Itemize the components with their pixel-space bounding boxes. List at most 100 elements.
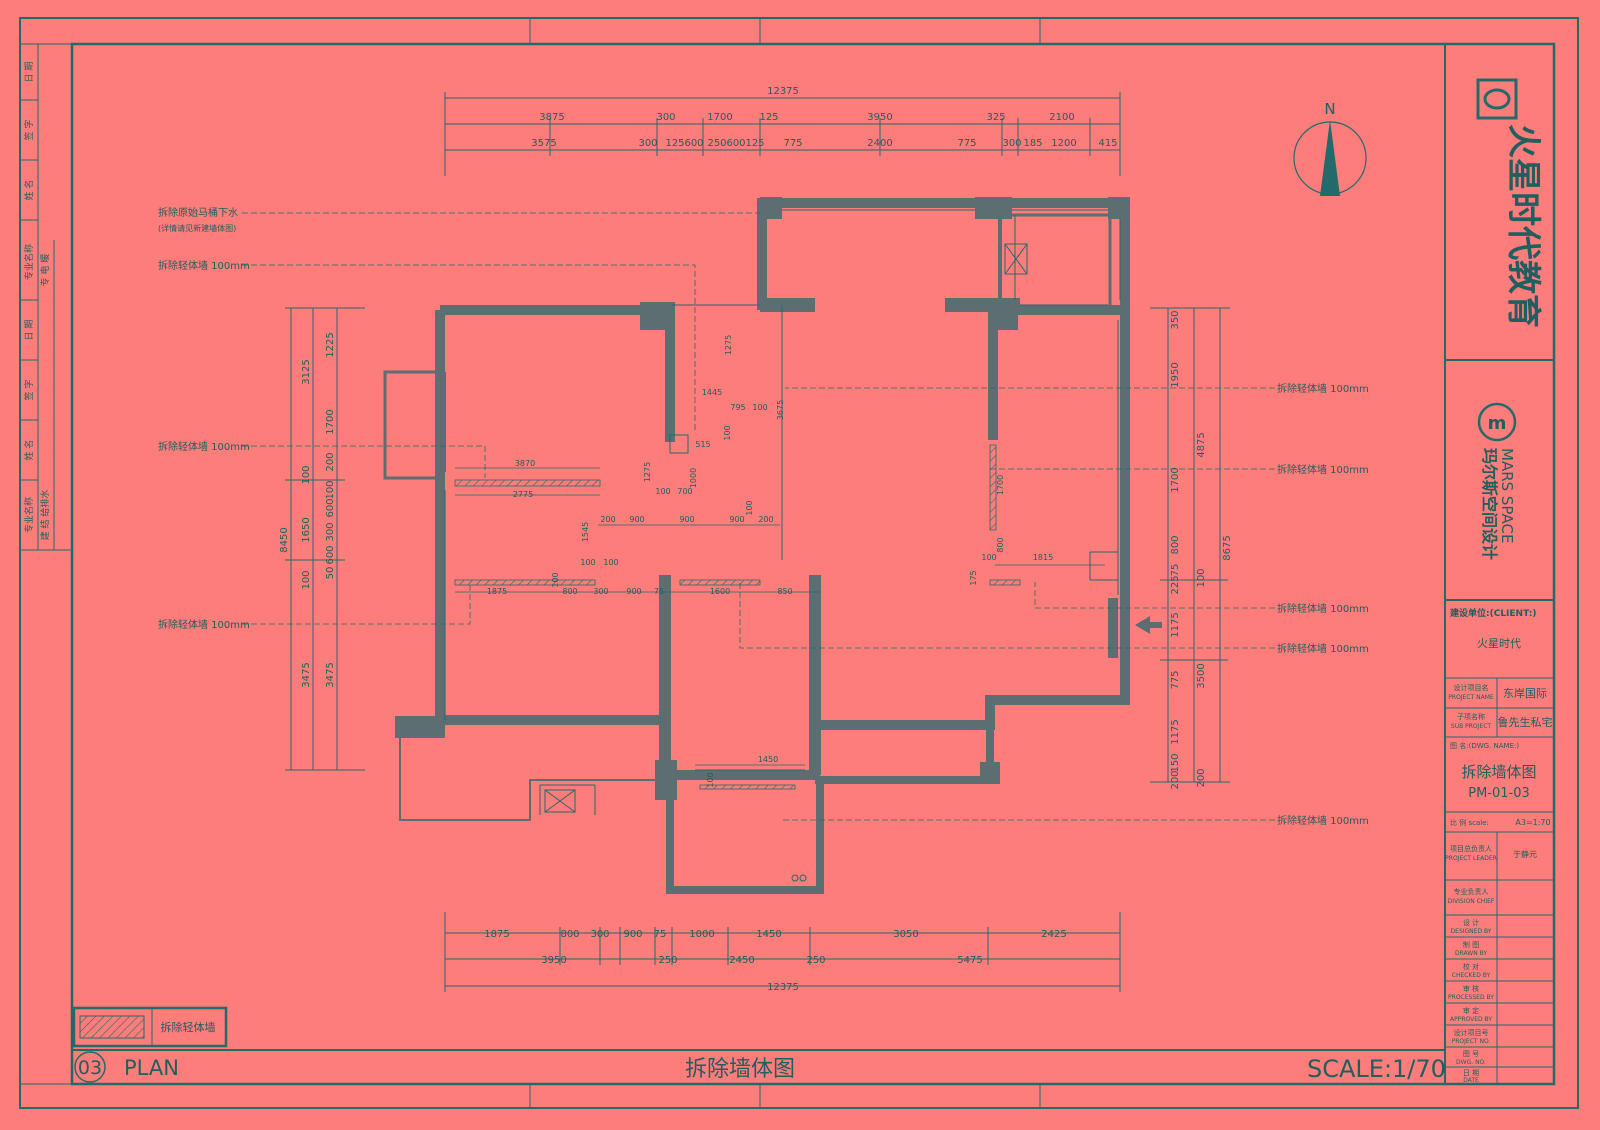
dim-top-r2-6: 600 [726,138,745,149]
dim-right-in-5: 225 [1170,575,1181,594]
dim-top-r2-9: 2400 [867,138,892,149]
dim-left-in-6: 100 [325,480,336,499]
row-5-en: APPROVED BY [1450,1016,1492,1023]
dim-top-r1-7: 2100 [1049,112,1074,123]
dimension-ticks [285,118,1228,965]
strip-label-8: 专业名称 [23,497,35,533]
annotation-right-5: 拆除轻体墙 100mm [1277,814,1369,827]
dim-right-in-3: 1700 [1170,467,1181,492]
dim-bot-r1-4: 900 [623,929,642,940]
dim-right-in-11: 200 [1170,770,1181,789]
dim-bot-r1-5: 75 [654,929,667,940]
pd-3: 795 [730,403,745,412]
pd-27: 900 [626,587,641,596]
pd-13: 100 [655,487,670,496]
dim-right-in-1: 350 [1170,310,1181,329]
dim-bot-r1-8: 3050 [893,929,918,940]
plan-number: 03 [78,1057,102,1079]
pd-29: 1600 [710,587,730,596]
pd-5: 100 [723,425,732,440]
dim-top-r2-2: 300 [638,138,657,149]
sub-label-cn: 子项名称 [1457,712,1485,721]
dim-bot-r1-6: 1000 [689,929,714,940]
row-6-en: PROJECT NO. [1452,1038,1491,1045]
strip-sub-2: 建 结 给排水 [39,490,51,541]
dim-top-r2-4: 600 [684,138,703,149]
demolish-walls-hatch [454,444,1021,790]
strip-sub-1: 专 电 暖 [39,254,51,287]
dim-right-mid-2: 3500 [1196,663,1207,688]
row-4-en: PROCESSED BY [1448,994,1494,1001]
dim-top-r2-1: 3575 [531,138,556,149]
sheet-frame [19,17,1579,1109]
dim-left-in-1: 1225 [325,332,336,357]
dim-right-mid-1: 4875 [1196,432,1207,457]
legend: 拆除轻体墙 [72,1006,228,1048]
pd-14: 100 [745,500,754,515]
dim-top-r1-3: 1700 [707,112,732,123]
row-7-en: DWG. NO. [1456,1059,1486,1066]
dim-top-r2-5: 250 [707,138,726,149]
dim-right-in-13: 200 [1196,768,1207,787]
dim-top-r2-8: 775 [783,138,802,149]
pd-36: 1450 [758,755,778,764]
dim-top-r2-10: 775 [957,138,976,149]
project-value: 东岸国际 [1503,687,1547,700]
pd-31: 100 [981,553,996,562]
plan-dim-text: 1275 1445 795 100 100 3675 515 3870 2775… [487,335,1053,788]
dim-right-in-9: 775 [1170,670,1181,689]
annotation-leaders [242,212,1275,821]
division-en: DIVISION CHIEF [1448,898,1495,905]
dim-top-r1-5: 3950 [867,112,892,123]
strip-label-2: 签 字 [23,120,35,141]
strip-label-6: 签 字 [23,380,35,401]
row-7-cn: 图 号 [1463,1050,1479,1058]
dim-top-r2-3: 125 [665,138,684,149]
dim-left-in-7: 300 [325,522,336,541]
pd-24: 100 [551,572,560,587]
signoff-strip [20,44,72,551]
company-name: 火星时代教育 [1503,124,1543,328]
row-1-cn: 设 计 [1463,918,1479,927]
dim-left-in-2: 1700 [325,409,336,434]
pd-23: 1875 [487,587,507,596]
plan-dim-lines [455,467,1105,766]
studio-brand: MARS SPACE [1498,448,1516,543]
annotation-toilet-drain: 拆除原始马桶下水 [158,206,238,219]
pd-1: 1275 [724,335,733,355]
row-8-en: DATE [1463,1077,1479,1084]
signoff-labels: 日 期 签 字 姓 名 专业名称 日 期 签 字 姓 名 专业名称 专 电 暖 … [23,62,51,541]
dimension-lines [285,92,1230,992]
dwg-title: 拆除墙体图 [1461,763,1536,781]
drawing-title-bottom: 拆除墙体图 [685,1057,795,1082]
dim-left-in-9: 50 [325,567,336,580]
annotation-left-3: 拆除轻体墙 100mm [158,440,250,453]
title-block-text: 建设单位:(CLIENT:) 火星时代 设计项目名 PROJECT NAME 东… [1445,607,1552,1084]
dim-top-r2-7: 125 [745,138,764,149]
dim-right-in-7: 100 [1196,568,1207,587]
dim-top-r1-1: 3875 [539,112,564,123]
strip-label-1: 日 期 [24,62,35,83]
dim-bot-r1-9: 2425 [1041,929,1066,940]
sub-value: 鲁先生私宅 [1498,715,1553,729]
legend-label: 拆除轻体墙 [161,1020,216,1034]
dim-right-in-4: 800 [1170,535,1181,554]
pd-17: 900 [679,515,694,524]
scale-label-tb: 比 例 scale: [1450,818,1489,827]
dim-right-in-12: 150 [1170,753,1181,772]
annotations: 拆除原始马桶下水 (详情请见新建墙体图) 拆除轻体墙 100mm 拆除轻体墙 1… [158,206,1369,827]
dim-top-r1-4: 125 [759,112,778,123]
fixture-icons [544,243,1028,882]
interior-walls [383,213,1112,894]
pd-33: 800 [996,537,1005,552]
dim-bot-r2-3: 2450 [729,955,754,966]
dim-right-in-2: 1950 [1170,362,1181,387]
row-3-cn: 校 对 [1463,962,1479,971]
dim-left-mid-3: 3475 [301,662,312,687]
pd-9: 2775 [513,490,533,499]
pd-22: 100 [603,558,618,567]
legend-hatch-swatch [79,1015,145,1039]
dim-bot-total: 12375 [767,982,799,993]
pd-8: 3870 [515,459,535,468]
pd-25: 800 [562,587,577,596]
